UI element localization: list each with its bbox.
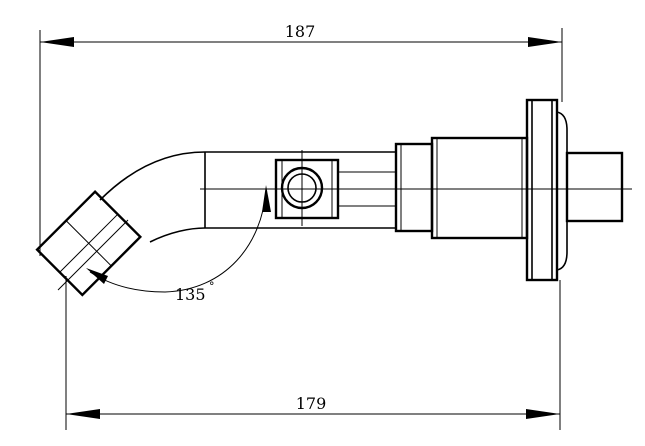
- degree-symbol: °: [209, 280, 215, 293]
- flange: [525, 98, 568, 282]
- angle-label: 135: [175, 285, 206, 304]
- nut: [394, 142, 434, 233]
- tube: [204, 151, 396, 229]
- dimension-179: 179: [296, 394, 327, 413]
- side-port: [274, 150, 340, 226]
- body-cylinder: [430, 136, 529, 240]
- top-dimension: 187: [39, 22, 563, 256]
- elbow: [35, 151, 206, 297]
- right-shaft: [565, 151, 624, 223]
- angle-dimension: 135 °: [86, 185, 271, 304]
- dimension-187: 187: [285, 22, 316, 41]
- bottom-dimension: 179: [65, 276, 561, 430]
